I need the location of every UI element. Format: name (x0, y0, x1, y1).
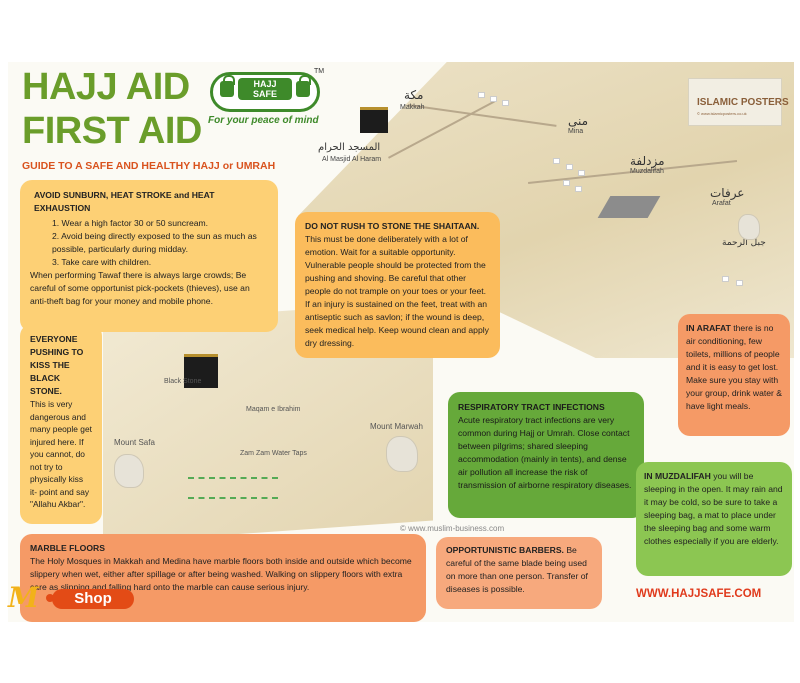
tip-arafat: IN ARAFAT there is no air conditioning, … (678, 314, 790, 436)
tip-black-stone-heading: EVERYONE PUSHING TO KISS THE BLACK STONE… (30, 334, 84, 396)
tip-sunburn-body: When performing Tawaf there is always la… (30, 270, 250, 306)
tip-black-stone: EVERYONE PUSHING TO KISS THE BLACK STONE… (20, 324, 102, 524)
rock-safa (114, 454, 144, 488)
tip-marble-body: The Holy Mosques in Makkah and Medina ha… (30, 556, 412, 592)
islamic-posters-logo: ISLAMIC POSTERS © www.islamicposters.co.… (688, 78, 789, 126)
tip-barbers: OPPORTUNISTIC BARBERS. Be careful of the… (436, 537, 602, 609)
tip-respiratory-body: Acute respiratory tract infections are v… (458, 415, 632, 490)
tip-muzdalifah-heading: IN MUZDALIFAH (644, 471, 711, 481)
tip-black-stone-body: This is very dangerous and many people g… (30, 399, 92, 509)
label-mount-marwah: Mount Marwah (370, 422, 423, 431)
tip-barbers-body: Be careful of the same blade being used … (446, 545, 588, 594)
tip-sunburn-heading: AVOID SUNBURN, HEAT STROKE and HEAT EXHA… (34, 190, 215, 213)
logo-text: HAJJ SAFE (238, 78, 292, 100)
tip-respiratory: RESPIRATORY TRACT INFECTIONS Acute respi… (448, 392, 644, 518)
shop-logo-mark: M (8, 581, 39, 614)
kaaba-icon (184, 354, 218, 388)
page-subtitle: GUIDE TO A SAFE AND HEALTHY HAJJ or UMRA… (22, 160, 276, 172)
tip-shaitaan-heading: DO NOT RUSH TO STONE THE SHAITAAN. (305, 221, 480, 231)
shop-logo-dot (46, 594, 54, 602)
rock-marwah (386, 436, 418, 472)
sai-path (188, 477, 278, 499)
shop-logo-text: Shop (52, 589, 134, 609)
mshop-logo: M Shop (8, 581, 138, 615)
poster: HAJJ AID FIRST AID GUIDE TO A SAFE AND H… (8, 62, 794, 622)
tent-icon (553, 158, 560, 164)
lock-icon (220, 75, 235, 97)
map-label-muzdalifah: Muzdalifah (630, 168, 664, 175)
label-maqam: Maqam e Ibrahim (246, 406, 301, 413)
tip-sunburn-item1: 1. Wear a high factor 30 or 50 suncream. (52, 218, 209, 228)
brand-name: ISLAMIC POSTERS (697, 97, 789, 108)
brand-subtext: © www.islamicposters.co.uk (697, 111, 747, 116)
lock-icon (296, 75, 311, 97)
map-label-masjid: Al Masjid Al Haram (322, 156, 382, 163)
tip-sunburn-item2: 2. Avoid being directly exposed to the s… (52, 231, 257, 254)
tip-sunburn: AVOID SUNBURN, HEAT STROKE and HEAT EXHA… (20, 180, 278, 332)
tip-marble-heading: MARBLE FLOORS (30, 543, 105, 553)
tent-icon (578, 170, 585, 176)
label-zamzam: Zam Zam Water Taps (240, 450, 307, 457)
tent-icon (563, 180, 570, 186)
tent-icon (490, 96, 497, 102)
tip-arafat-heading: IN ARAFAT (686, 323, 731, 333)
tip-respiratory-heading: RESPIRATORY TRACT INFECTIONS (458, 402, 605, 412)
tent-icon (478, 92, 485, 98)
tip-shaitaan: DO NOT RUSH TO STONE THE SHAITAAN. This … (295, 212, 500, 358)
tip-muzdalifah: IN MUZDALIFAH you will be sleeping in th… (636, 462, 792, 576)
tent-icon (502, 100, 509, 106)
map-label-arafat: Arafat (712, 200, 731, 207)
logo-text-bottom: SAFE (252, 89, 277, 99)
tip-barbers-heading: OPPORTUNISTIC BARBERS. (446, 545, 564, 555)
hajj-safe-logo: HAJJ SAFE TM For your peace of mind (208, 68, 326, 134)
kaaba-icon (360, 107, 388, 133)
tent-icon (575, 186, 582, 192)
map-label-makkah: Makkah (400, 104, 425, 111)
logo-tagline: For your peace of mind (208, 115, 319, 126)
tent-icon (736, 280, 743, 286)
tip-sunburn-item3: 3. Take care with children. (52, 257, 152, 267)
watermark: © www.muslim-business.com (400, 524, 505, 533)
tip-arafat-body: there is no air conditioning, few toilet… (686, 323, 783, 411)
map-label-masjid-ar: المسجد الحرام (318, 142, 381, 153)
map-label-mina: Mina (568, 128, 584, 135)
map-label-mina-ar: منى (568, 114, 589, 128)
label-mount-safa: Mount Safa (114, 438, 155, 447)
page-title-line2: FIRST AID (22, 110, 202, 152)
tip-marble-floors: MARBLE FLOORS The Holy Mosques in Makkah… (20, 534, 426, 622)
logo-text-top: HAJJ (253, 79, 277, 89)
map-label-jabal-ar: جبل الرحمة (722, 238, 766, 248)
map-label-makkah-ar: مكة (404, 88, 424, 102)
tent-icon (566, 164, 573, 170)
tent-icon (722, 276, 729, 282)
page-title-line1: HAJJ AID (22, 66, 190, 108)
trademark: TM (314, 68, 325, 75)
tip-shaitaan-body: This must be done deliberately with a lo… (305, 234, 489, 348)
website-link[interactable]: WWW.HAJJSAFE.COM (636, 588, 762, 600)
label-black-stone: Black Stone (164, 378, 202, 385)
map-label-arafat-ar: عرفات (710, 186, 745, 200)
tip-muzdalifah-body: you will be sleeping in the open. It may… (644, 471, 783, 546)
map-label-muzdalifah-ar: مزدلفة (630, 154, 665, 168)
mountain-icon (738, 214, 760, 240)
